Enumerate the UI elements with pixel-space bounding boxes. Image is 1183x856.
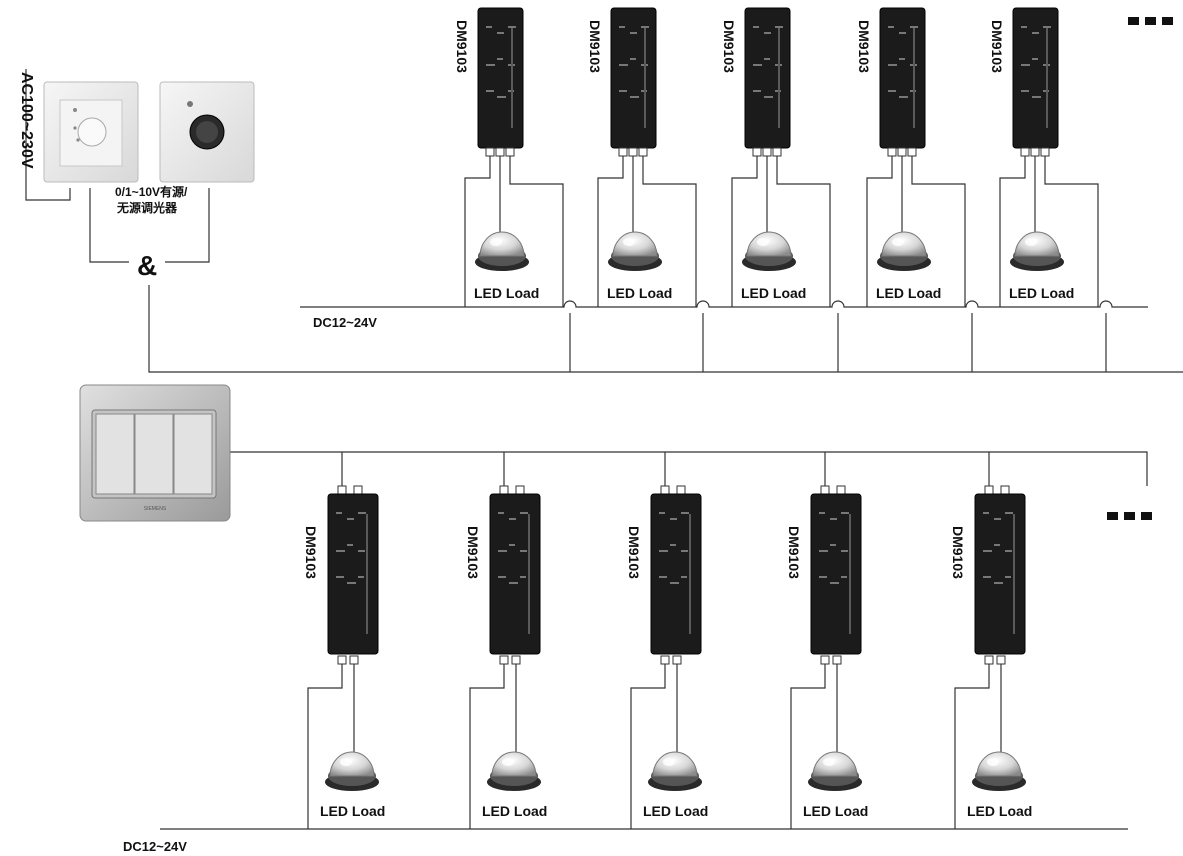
driver-input-terminals — [337, 485, 363, 495]
switch-bus — [230, 451, 1148, 486]
driver-model-label: DM9103 — [721, 20, 737, 73]
driver-model-label: DM9103 — [587, 20, 603, 73]
led-load-label: LED Load — [643, 803, 708, 819]
devices-layer: AC100~230V 0/1~10V有源/ 无源调光器 & SIEME — [18, 17, 1173, 854]
led-lamp-icon — [877, 231, 931, 271]
driver-output-terminals — [820, 655, 842, 665]
led-load-label: LED Load — [1009, 285, 1074, 301]
dc-bus-top — [300, 300, 1148, 308]
driver-module — [650, 493, 702, 655]
rotary-dimmer — [43, 81, 139, 183]
driver-model-label: DM9103 — [454, 20, 470, 73]
led-load-label: LED Load — [482, 803, 547, 819]
driver-output-terminals — [752, 147, 782, 157]
driver-module — [974, 493, 1026, 655]
dc-bus-bottom-label: DC12~24V — [123, 839, 187, 854]
driver-model-label: DM9103 — [626, 526, 642, 579]
led-load-label: LED Load — [320, 803, 385, 819]
three-gang-switch: SIEMENS — [79, 384, 231, 522]
driver-module — [489, 493, 541, 655]
driver-output-terminals — [984, 655, 1006, 665]
led-load-label: LED Load — [741, 285, 806, 301]
continuation-marker-bottom — [1107, 512, 1152, 520]
led-lamp-icon — [475, 231, 529, 271]
dimmer-label-line1: 0/1~10V有源/ — [115, 184, 188, 199]
dimmer-label-line2: 无源调光器 — [116, 200, 178, 215]
led-load-label: LED Load — [474, 285, 539, 301]
switch-brand-text: SIEMENS — [144, 506, 167, 512]
led-lamp-icon — [972, 751, 1026, 791]
wiring-layer — [25, 69, 1183, 830]
driver-module — [610, 7, 657, 149]
driver-model-label: DM9103 — [786, 526, 802, 579]
driver-model-label: DM9103 — [303, 526, 319, 579]
driver-output-terminals — [660, 655, 682, 665]
led-load-label: LED Load — [803, 803, 868, 819]
led-lamp-icon — [608, 231, 662, 271]
knob-dimmer — [159, 81, 255, 183]
led-lamp-icon — [808, 751, 862, 791]
driver-model-label: DM9103 — [950, 526, 966, 579]
led-lamp-icon — [648, 751, 702, 791]
driver-module — [327, 493, 379, 655]
ac-voltage-label: AC100~230V — [18, 72, 35, 169]
dimmer-right-wire — [165, 188, 210, 263]
led-lamp-icon — [1010, 231, 1064, 271]
driver-module — [477, 7, 524, 149]
led-load-label: LED Load — [967, 803, 1032, 819]
driver-output-terminals — [337, 655, 359, 665]
driver-input-terminals — [660, 485, 686, 495]
driver-output-terminals — [887, 147, 917, 157]
led-lamp-icon — [742, 231, 796, 271]
driver-output-terminals — [618, 147, 648, 157]
driver-model-label: DM9103 — [989, 20, 1005, 73]
led-load-label: LED Load — [876, 285, 941, 301]
driver-model-label: DM9103 — [465, 526, 481, 579]
driver-output-terminals — [485, 147, 515, 157]
driver-output-terminals — [499, 655, 521, 665]
continuation-marker-top — [1128, 17, 1173, 25]
led-lamp-icon — [325, 751, 379, 791]
and-symbol: & — [137, 250, 157, 281]
driver-module — [1012, 7, 1059, 149]
driver-model-label: DM9103 — [856, 20, 872, 73]
dc-bus-top-label: DC12~24V — [313, 315, 377, 330]
led-load-label: LED Load — [607, 285, 672, 301]
driver-module — [744, 7, 791, 149]
led-lamp-icon — [487, 751, 541, 791]
driver-module — [810, 493, 862, 655]
ac-supply-wire — [25, 69, 71, 201]
driver-module — [879, 7, 926, 149]
driver-input-terminals — [820, 485, 846, 495]
dimmer-left-wire — [89, 188, 129, 263]
driver-input-terminals — [984, 485, 1010, 495]
driver-output-terminals — [1020, 147, 1050, 157]
driver-input-terminals — [499, 485, 525, 495]
